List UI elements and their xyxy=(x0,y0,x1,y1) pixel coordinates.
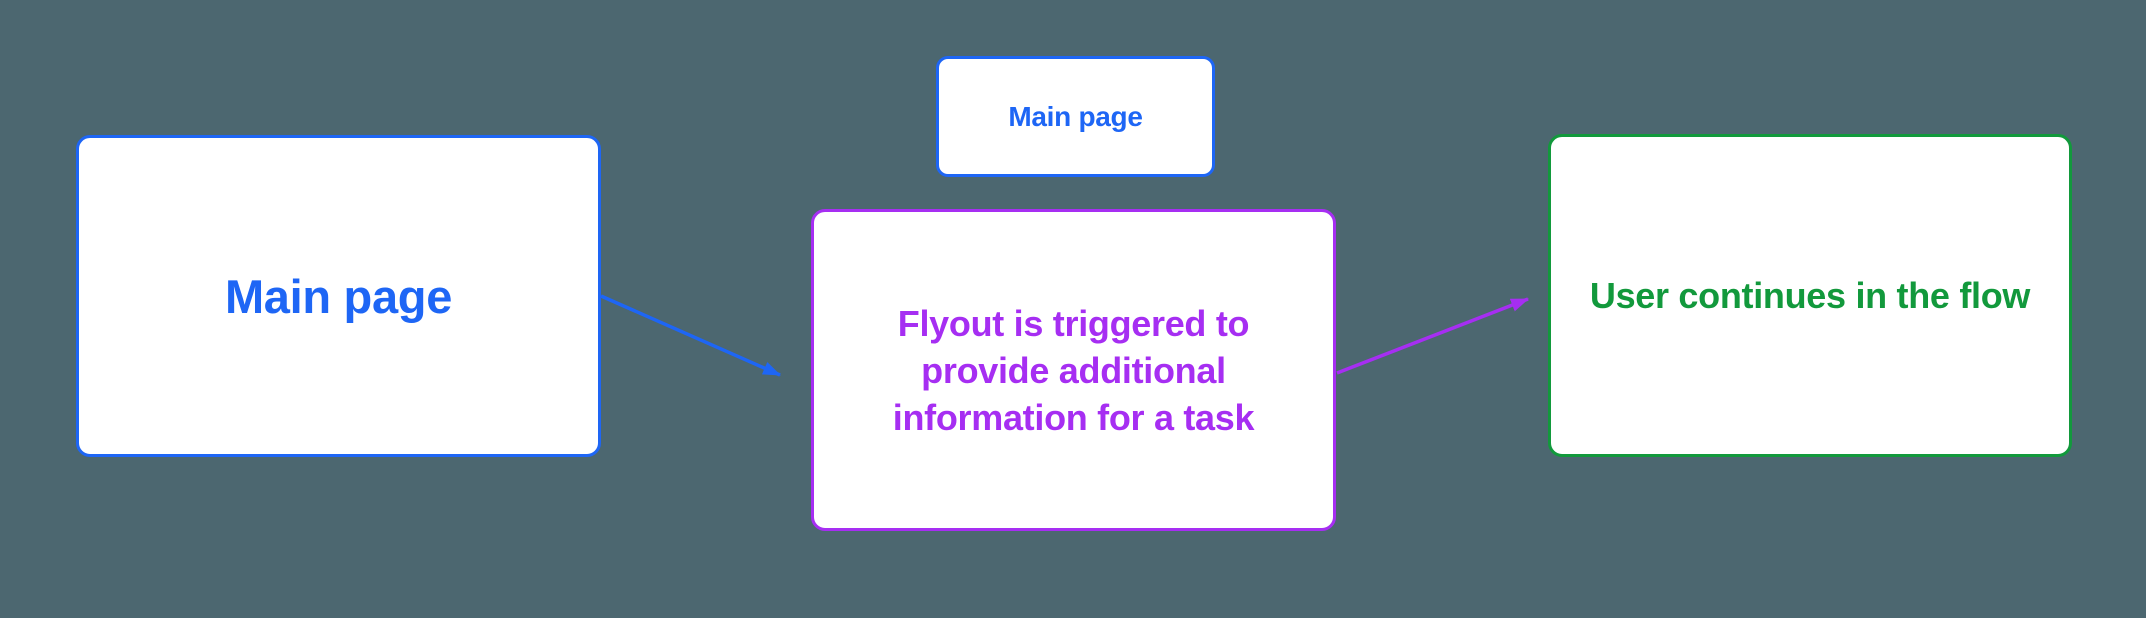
node-flyout[interactable]: Flyout is triggered to provide additiona… xyxy=(811,209,1336,531)
node-main-page[interactable]: Main page xyxy=(76,135,601,457)
arrow-main-to-flyout[interactable] xyxy=(600,294,782,377)
node-main-page-label: Main page xyxy=(224,269,453,323)
node-user-continues-label: User continues in the flow xyxy=(1589,274,2031,316)
node-flyout-label: Flyout is triggered to provide additiona… xyxy=(892,302,1255,438)
node-user-continues[interactable]: User continues in the flow xyxy=(1548,134,2072,457)
node-main-page-small-label: Main page xyxy=(1008,100,1143,132)
node-main-page-small[interactable]: Main page xyxy=(936,56,1215,177)
arrow-flyout-to-continue[interactable] xyxy=(1336,297,1530,375)
